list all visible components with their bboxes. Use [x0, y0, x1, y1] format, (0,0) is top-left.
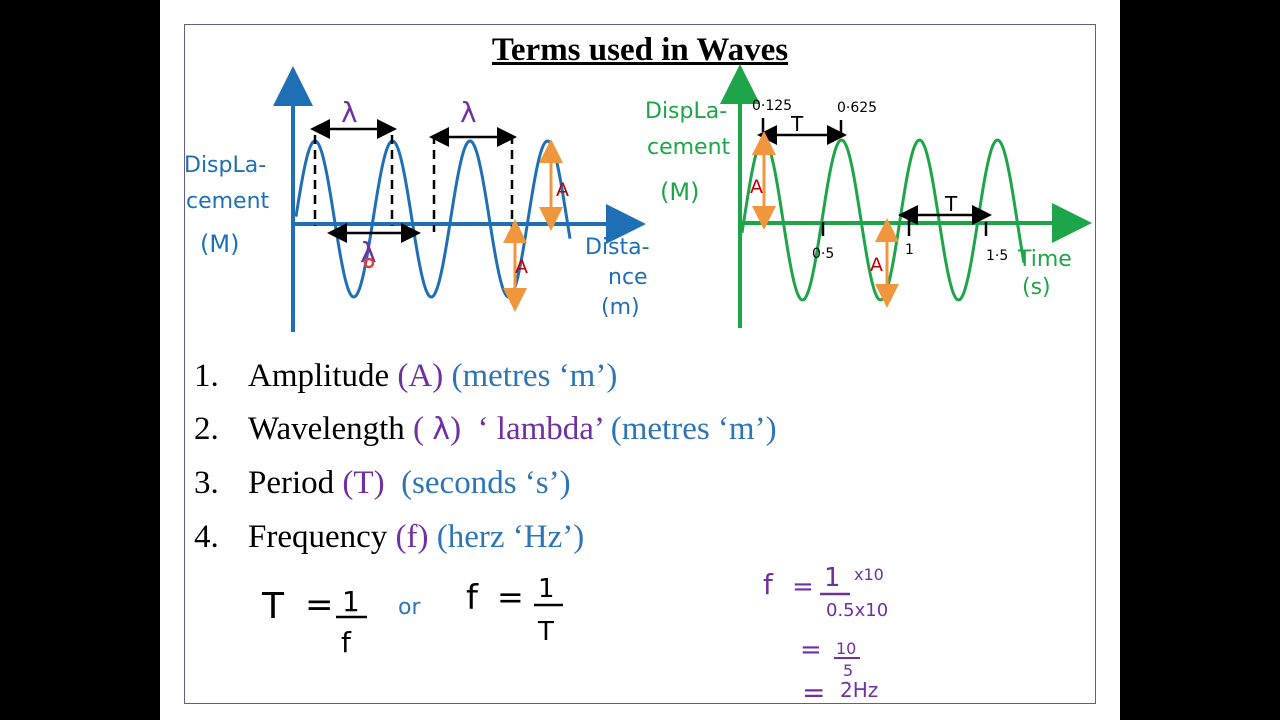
term-name: Amplitude — [248, 358, 390, 394]
term-number: 2. — [194, 411, 219, 447]
term-unit: (metres ‘m’) — [610, 411, 777, 447]
working-equals: = — [802, 676, 825, 709]
slide-title: Terms used in Waves — [491, 32, 789, 68]
term-symbol: (A) — [397, 358, 444, 394]
amplitude-label: A — [750, 176, 763, 198]
working-numerator: 1 — [824, 563, 841, 593]
formula-or: or — [398, 595, 421, 620]
slide: Terms used in Waves λ λ λ — [160, 0, 1120, 720]
amplitude-label: A — [515, 256, 528, 278]
formula-numerator: 1 — [342, 585, 360, 618]
symbol-close: ) — [450, 411, 462, 447]
formula-denominator: T — [537, 617, 554, 647]
term-number: 3. — [194, 465, 219, 501]
working-equals: = — [800, 635, 822, 665]
tick-label: 1·5 — [986, 248, 1008, 264]
working-denominator: 0.5x10 — [826, 600, 888, 621]
term-frequency: 4. Frequency (f) (herz ‘Hz’) — [194, 519, 584, 555]
distance-graph: λ λ λ A A DispLa- cement (M) Dista- nce … — [184, 66, 650, 332]
period-label: T — [790, 112, 804, 136]
tick-label: 0·125 — [752, 98, 792, 114]
time-wave — [740, 138, 1026, 302]
term-unit: (herz ‘Hz’) — [436, 519, 585, 555]
term-unit: (metres ‘m’) — [451, 358, 618, 394]
working-result: 2Hz — [840, 678, 878, 702]
lambda-glyph: λ — [432, 412, 451, 447]
working-denominator: 5 — [843, 661, 853, 680]
term-symbol: ( λ) — [413, 411, 461, 447]
period-label: T — [944, 192, 958, 216]
term-amplitude: 1. Amplitude (A) (metres ‘m’) — [194, 358, 617, 394]
distance-xlabel: Dista- — [585, 235, 650, 260]
tick-label: 1 — [905, 242, 914, 258]
distance-ylabel: cement — [186, 189, 270, 214]
slide-frame — [184, 24, 1096, 704]
term-wavelength: 2. Wavelength ( λ) ‘ lambda’ (metres ‘m’) — [194, 411, 777, 448]
term-name: Frequency — [248, 519, 388, 555]
time-ylabel: cement — [647, 135, 731, 160]
distance-ylabel-unit: (M) — [200, 230, 239, 258]
term-symbol: (T) — [342, 465, 385, 501]
term-name: Period — [248, 465, 335, 501]
term-period: 3. Period (T) (seconds ‘s’) — [194, 465, 571, 501]
time-graph: T T A A 0·125 0·625 0·5 1 1·5 DispLa- ce… — [645, 64, 1092, 328]
formula-equals: = — [497, 578, 524, 616]
formula: T = 1 f or f = 1 T — [261, 574, 563, 659]
formula-denominator: f — [341, 626, 352, 659]
pointer-dot — [363, 257, 375, 269]
term-name: Wavelength — [248, 411, 405, 447]
symbol-open: ( — [413, 411, 425, 447]
amplitude-label: A — [870, 254, 883, 276]
working-numerator: 10 — [836, 639, 856, 658]
wave-diagrams: λ λ λ A A DispLa- cement (M) Dista- nce … — [184, 64, 1092, 709]
term-number: 4. — [194, 519, 219, 555]
distance-xlabel: nce — [608, 265, 648, 290]
formula-equals: = — [305, 585, 334, 625]
working-multiplier: x10 — [854, 565, 884, 584]
frequency-working: f = 1 x10 0.5x10 = 10 5 = 2Hz — [763, 563, 888, 709]
working-equals: = — [792, 572, 814, 602]
term-unit: (seconds ‘s’) — [401, 465, 571, 501]
amplitude-label: A — [556, 179, 569, 201]
working-lhs: f — [763, 568, 774, 601]
tick-label: 0·625 — [837, 100, 877, 116]
lambda-label: λ — [460, 96, 477, 129]
time-ylabel-unit: (M) — [660, 178, 699, 206]
time-ylabel: DispLa- — [645, 99, 727, 124]
time-xlabel-unit: (s) — [1022, 275, 1051, 300]
lambda-label: λ — [341, 96, 358, 129]
term-number: 1. — [194, 358, 219, 394]
formula-lhs: f — [466, 578, 479, 618]
formula-numerator: 1 — [538, 574, 555, 604]
distance-xlabel-unit: (m) — [601, 295, 640, 320]
tick-label: 0·5 — [812, 246, 834, 262]
term-symbol: (f) — [395, 519, 429, 555]
distance-ylabel: DispLa- — [184, 153, 266, 178]
formula-lhs: T — [261, 586, 285, 627]
term-extra: ‘ lambda’ — [477, 411, 603, 447]
time-xlabel: Time — [1017, 247, 1072, 272]
